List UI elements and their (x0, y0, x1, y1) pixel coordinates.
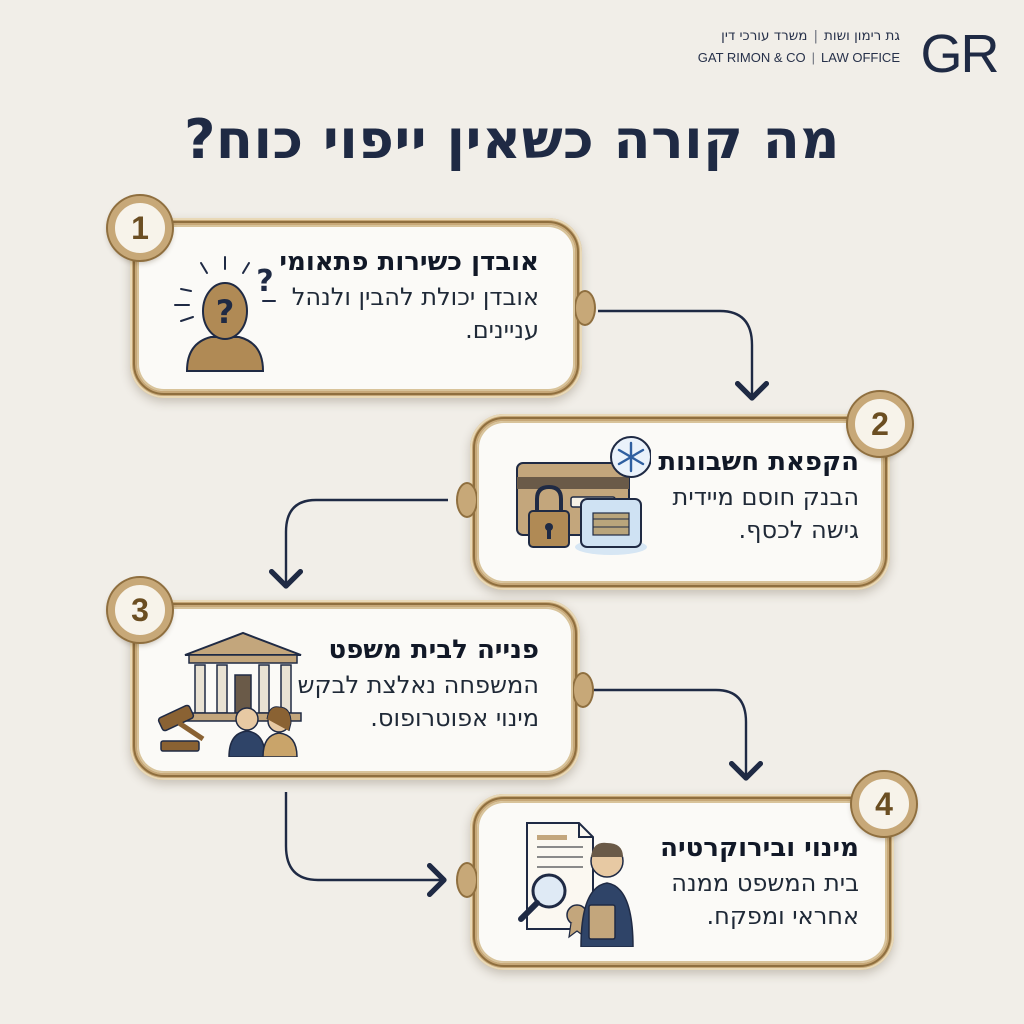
step-3-badge: 3 (108, 578, 172, 642)
gr-logo-icon: GR (921, 26, 1000, 78)
step-4-badge: 4 (852, 772, 916, 836)
step-2-title: הקפאת חשבונות (658, 447, 859, 477)
step-1-badge: 1 (108, 196, 172, 260)
brand-english-line: GAT RIMON & CO|LAW OFFICE (697, 50, 900, 65)
arrow-3-to-4-right (592, 688, 746, 778)
courthouse-family-icon (155, 627, 305, 758)
step-3-title: פנייה לבית משפט (328, 635, 539, 665)
step-1-text: אובדן כשירות פתאומי אובדן יכולת להבין ול… (279, 245, 539, 347)
arrow-2-to-3 (286, 498, 448, 586)
arrow-1-to-2 (598, 309, 752, 398)
brand-hebrew-line: גת רימון ושות|משרד עורכי דין (721, 28, 900, 44)
brand-hebrew-office: משרד עורכי דין (721, 28, 808, 44)
step-3-text: פנייה לבית משפט המשפחה נאלצת לבקש מינוי … (279, 633, 539, 735)
arrow-3-to-4-left (284, 792, 444, 880)
confused-person-icon: ? ? (167, 247, 287, 375)
step-card-2: הקפאת חשבונות הבנק חוסם מיידית גישה לכסף… (456, 392, 912, 590)
guardian-documents-icon (493, 811, 639, 948)
brand-english-office: LAW OFFICE (821, 50, 900, 65)
step-3-description: המשפחה נאלצת לבקש מינוי אפוטרופוס. (297, 671, 539, 732)
step-1-title: אובדן כשירות פתאומי (279, 247, 539, 277)
step-2-text: הקפאת חשבונות הבנק חוסם מיידית גישה לכסף… (639, 445, 859, 547)
step-4-title: מינוי ובירוקרטיה (660, 833, 859, 863)
step-4-text: מינוי ובירוקרטיה בית המשפט ממנה אחראי ומ… (629, 831, 859, 933)
step-card-4: מינוי ובירוקרטיה בית המשפט ממנה אחראי ומ… (456, 772, 916, 970)
step-card-1: ? ? אובדן כשירות פתאומי אובדן יכולת להבי… (108, 196, 596, 398)
frozen-bank-account-icon (511, 433, 652, 561)
step-2-description: הבנק חוסם מיידית גישה לכסף. (672, 483, 859, 544)
svg-text:?: ? (216, 293, 235, 331)
brand-hebrew-firm: גת רימון ושות (824, 28, 900, 44)
step-1-description: אובדן יכולת להבין ולנהל עניינים. (291, 283, 539, 344)
step-card-3: פנייה לבית משפט המשפחה נאלצת לבקש מינוי … (108, 578, 594, 780)
logo-text: GR (921, 26, 998, 78)
page-title: מה קורה כשאין ייפוי כוח? (184, 108, 840, 171)
brand-text: גת רימון ושות|משרד עורכי דין GAT RIMON &… (670, 28, 900, 65)
step-2-badge: 2 (848, 392, 912, 456)
step-4-description: בית המשפט ממנה אחראי ומפקח. (671, 869, 859, 930)
brand-english-firm: GAT RIMON & CO (697, 50, 806, 65)
brand-header: גת רימון ושות|משרד עורכי דין GAT RIMON &… (664, 22, 1004, 82)
svg-text:?: ? (256, 264, 273, 299)
